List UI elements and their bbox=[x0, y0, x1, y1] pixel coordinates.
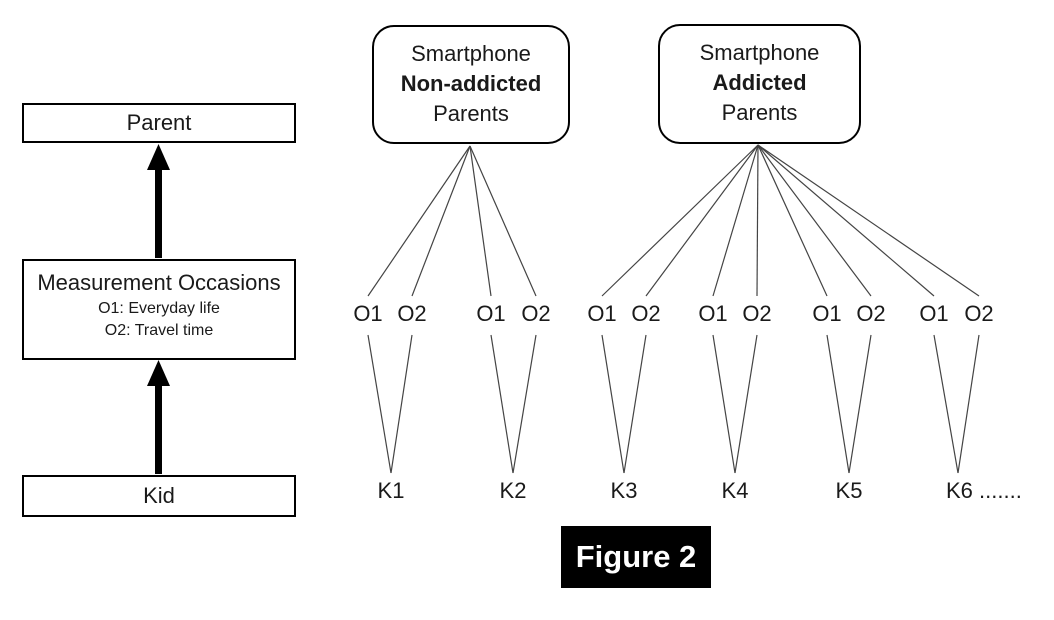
occasion-label-o1-k2: O1 bbox=[476, 301, 506, 326]
kid-box: Kid bbox=[22, 475, 296, 517]
figure-caption: Figure 2 bbox=[561, 526, 711, 588]
parent-label: Parent bbox=[126, 110, 192, 135]
v-line-k3 bbox=[601, 334, 625, 474]
nonaddicted-line2: Non-addicted bbox=[400, 71, 542, 96]
fan-line-addicted bbox=[645, 144, 759, 297]
fan-line-addicted bbox=[757, 144, 828, 297]
fan-line-addicted bbox=[601, 144, 759, 297]
fan-line-addicted bbox=[712, 144, 759, 297]
occasion-label-o1-k6: O1 bbox=[919, 301, 949, 326]
fan-line-addicted bbox=[757, 144, 935, 297]
kid-label-k4: K4 bbox=[721, 478, 749, 503]
figure-caption-text: Figure 2 bbox=[575, 539, 697, 574]
occasion-label-o2-k4: O2 bbox=[742, 301, 772, 326]
fan-line-nonaddicted bbox=[469, 145, 492, 297]
v-line-k6 bbox=[933, 334, 959, 474]
addicted-line1: Smartphone bbox=[699, 40, 820, 65]
measurement-sub-o1: O1: Everyday life bbox=[98, 300, 220, 317]
occasion-label-o2-k3: O2 bbox=[631, 301, 661, 326]
occasion-label-o1-k1: O1 bbox=[353, 301, 383, 326]
measurement-occasions-box: Measurement Occasions O1: Everyday life … bbox=[22, 259, 296, 360]
occasion-label-o1-k4: O1 bbox=[698, 301, 728, 326]
occasion-label-o2-k6: O2 bbox=[964, 301, 994, 326]
nonaddicted-line3: Parents bbox=[433, 101, 509, 126]
v-line-k2 bbox=[490, 334, 514, 474]
v-line-k6 bbox=[957, 334, 980, 474]
v-line-k1 bbox=[390, 334, 413, 474]
v-line-k1 bbox=[367, 334, 392, 474]
v-line-k3 bbox=[623, 334, 647, 474]
kid-label: Kid bbox=[143, 483, 175, 508]
nonaddicted-parents-box: Smartphone Non-addicted Parents bbox=[372, 25, 570, 144]
occasion-label-o2-k5: O2 bbox=[856, 301, 886, 326]
arrowhead-kid-to-measurement bbox=[147, 360, 170, 386]
occasion-label-o2-k1: O2 bbox=[397, 301, 427, 326]
occasion-label-o1-k3: O1 bbox=[587, 301, 617, 326]
kid-label-k2: K2 bbox=[499, 478, 527, 503]
fan-line-addicted bbox=[757, 144, 980, 297]
fan-line-nonaddicted bbox=[367, 145, 471, 297]
measurement-sub-o2: O2: Travel time bbox=[104, 322, 214, 339]
addicted-line3: Parents bbox=[721, 100, 798, 125]
measurement-title: Measurement Occasions bbox=[37, 270, 281, 295]
v-line-k5 bbox=[848, 334, 872, 474]
occasion-label-o1-k5: O1 bbox=[812, 301, 842, 326]
arrowhead-measurement-to-parent bbox=[147, 144, 170, 170]
addicted-line2: Addicted bbox=[712, 70, 807, 95]
v-line-k2 bbox=[512, 334, 537, 474]
fan-line-addicted bbox=[757, 144, 872, 297]
parent-box: Parent bbox=[22, 103, 296, 143]
occasion-label-o2-k2: O2 bbox=[521, 301, 551, 326]
fan-line-nonaddicted bbox=[469, 145, 537, 297]
v-line-k5 bbox=[826, 334, 850, 474]
nonaddicted-line1: Smartphone bbox=[411, 41, 531, 66]
v-line-k4 bbox=[734, 334, 758, 474]
v-line-k4 bbox=[712, 334, 736, 474]
kid-label-k1: K1 bbox=[377, 478, 405, 503]
kid-label-k5: K5 bbox=[835, 478, 863, 503]
kid-label-k6: K6 ....... bbox=[946, 478, 1022, 503]
fan-line-nonaddicted bbox=[411, 145, 471, 297]
addicted-parents-box: Smartphone Addicted Parents bbox=[658, 24, 861, 144]
fan-line-addicted bbox=[756, 144, 759, 297]
kid-label-k3: K3 bbox=[610, 478, 638, 503]
